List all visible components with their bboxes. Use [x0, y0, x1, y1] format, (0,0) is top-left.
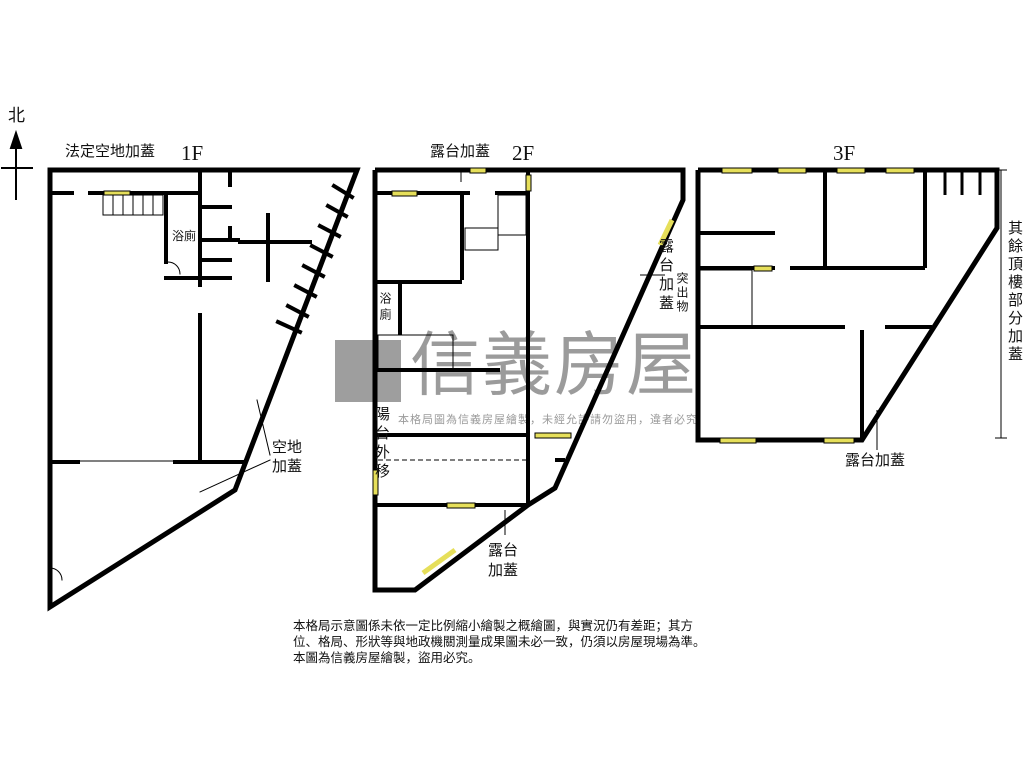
- f1-bath-label: 浴廁: [172, 229, 197, 243]
- f3-title: 3F: [833, 141, 856, 165]
- f2-title: 2F: [512, 141, 535, 165]
- disclaimer: 本格局示意圖係未依一定比例縮小繪製之概繪圖，與實況仍有差距；其方 位、格局、形狀…: [293, 618, 763, 666]
- f1-side-note-1: 空地: [272, 438, 303, 456]
- f3-bottom-note: 露台加蓋: [845, 451, 906, 469]
- f2-right-note: 露台加蓋: [657, 238, 675, 314]
- disclaimer-line-1: 本格局示意圖係未依一定比例縮小繪製之概繪圖，與實況仍有差距；其方: [293, 618, 694, 633]
- north-arrow-icon: [1, 129, 33, 200]
- f2-top-note: 露台加蓋: [430, 142, 491, 160]
- f2-bath-label: 浴廁: [378, 292, 392, 324]
- f3-right-note: 其餘頂樓部分加蓋: [1006, 220, 1024, 364]
- disclaimer-line-2: 位、格局、形狀等與地政機關測量成果圖未必一致，仍須以房屋現場為準。: [293, 634, 706, 649]
- floor-3-plan: [695, 167, 1007, 450]
- floor-2-plan: [372, 167, 686, 593]
- f1-side-note-2: 加蓋: [272, 457, 303, 475]
- disclaimer-line-3: 本圖為信義房屋繪製，盜用必究。: [293, 650, 481, 665]
- f2-left-note: 陽台外移: [373, 406, 391, 482]
- north-label: 北: [8, 106, 25, 126]
- f2-bottom-note-1: 露台: [488, 541, 519, 559]
- f1-title: 1F: [181, 141, 204, 165]
- watermark-brand: 信義房屋: [410, 324, 698, 406]
- f1-top-note: 法定空地加蓋: [65, 142, 156, 160]
- f2-bottom-note-2: 加蓋: [488, 561, 519, 579]
- watermark-notice: 本格局圖為信義房屋繪製，未經允許請勿盜用，違者必究: [398, 413, 698, 426]
- floor-1-plan: [47, 167, 361, 612]
- f3-stair-note: 突出物: [675, 272, 689, 314]
